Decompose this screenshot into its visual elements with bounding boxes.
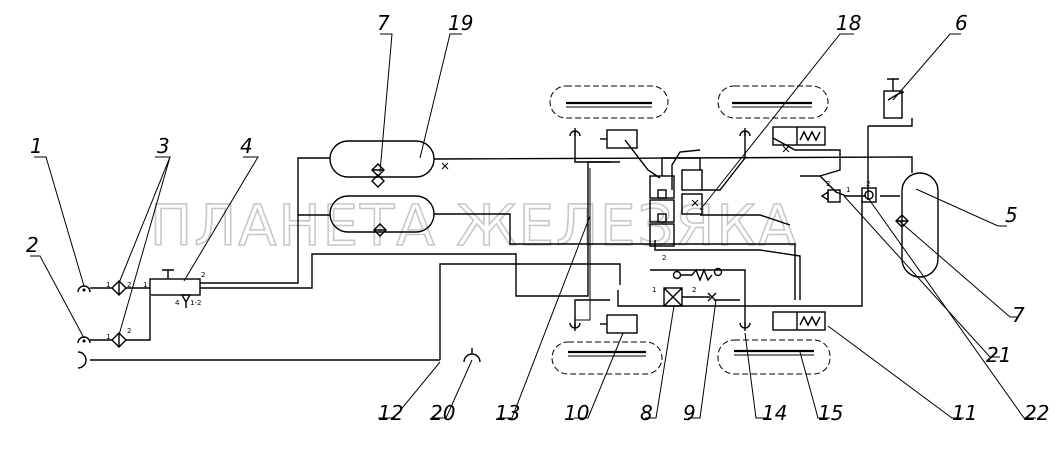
coupling-head-20 [463,348,481,363]
label-10: 10 [564,401,589,425]
drain-valve-7-left [371,174,385,188]
label-1: 1 [30,134,43,158]
port-18-2: 2 [662,254,666,262]
sensor-front-left [569,128,581,137]
pipelines [90,118,913,361]
spring-brake-chamber-rear-right [772,311,826,331]
label-3: 3 [157,134,170,158]
label-13: 13 [495,401,520,425]
label-20: 20 [430,401,455,425]
port-21-1: 1 [846,186,850,194]
leader-lines [30,33,1036,419]
wheel-rear-left [551,341,663,375]
watermark: ПЛАНЕТА ЖЕЛЕЗЯКА [150,194,798,259]
brake-valve-18 [649,157,703,247]
port-3a-2: 2 [127,281,131,289]
line-filter-3-lower [111,332,127,348]
label-19: 19 [448,11,473,35]
port-8-2: 2 [692,286,696,294]
port-4-1-2: 1-2 [190,299,201,307]
label-7-top: 7 [377,11,390,35]
sensor-rear-left [569,322,581,331]
label-6: 6 [955,11,968,35]
label-7-right: 7 [1012,303,1025,327]
port-8-1: 1 [652,286,656,294]
line-filter-3-upper [111,280,127,296]
label-2: 2 [26,233,39,257]
label-4: 4 [240,134,253,158]
port-4-2: 2 [201,271,205,279]
valve-9 [707,292,717,302]
control-valve-4 [149,269,201,308]
brake-chamber-rear-left [600,314,638,334]
label-8: 8 [640,401,653,425]
label-18: 18 [836,11,861,35]
label-9: 9 [683,401,696,425]
port-21-2: 2 [826,180,830,188]
port-3a-1: 1 [106,281,110,289]
port-3b-2: 2 [127,327,131,335]
label-5: 5 [1005,203,1018,227]
receiver-5 [895,172,939,278]
check-valve-8 [663,287,683,307]
port-4-1: 1 [143,281,147,289]
sensor-rear-right [739,322,751,331]
label-15: 15 [818,401,843,425]
label-12: 12 [378,401,403,425]
wheel-rear-right [717,339,831,375]
coupling-head-control [77,351,87,369]
cross-markers [441,145,790,207]
wheel-front-left [549,85,669,119]
port-3b-1: 1 [106,333,110,341]
spring-brake-chamber-front-right [772,126,826,146]
pressure-regulator [672,267,723,282]
port-22-2: 2 [866,180,870,188]
label-11: 11 [952,401,977,425]
label-22: 22 [1024,401,1049,425]
coupling-head-1 [77,285,91,293]
wheel-front-right [717,85,829,119]
port-4-4: 4 [175,299,180,307]
drain-valve-6 [883,78,905,119]
brake-chamber-front-left [600,129,638,149]
valve-21 [820,189,841,203]
label-14: 14 [762,401,787,425]
sensor-front-right [739,128,751,137]
label-21: 21 [986,343,1011,367]
